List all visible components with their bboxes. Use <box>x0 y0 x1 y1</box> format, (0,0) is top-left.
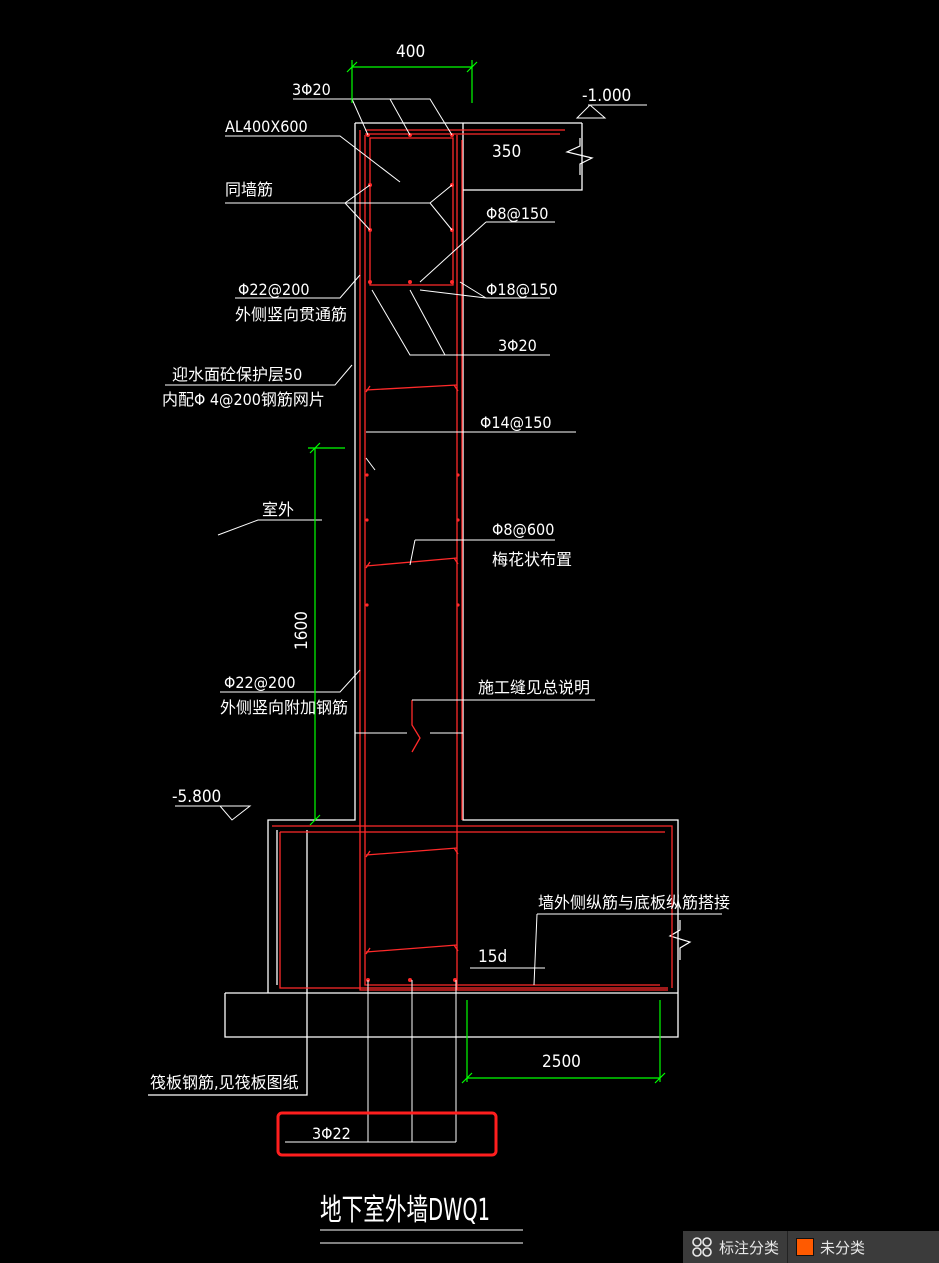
label-horiz-bar: Φ14@150 <box>480 413 552 432</box>
dim-2500: 2500 <box>542 1052 581 1072</box>
label-outer-vert-note: 外侧竖向贯通筋 <box>235 305 347 324</box>
label-tie-note: 梅花状布置 <box>492 550 572 569</box>
label-outside: 室外 <box>262 500 294 519</box>
category-label: 标注分类 <box>719 1238 780 1257</box>
highlight-box <box>276 1111 498 1157</box>
label-add-vert-note: 外侧竖向附加钢筋 <box>220 698 348 717</box>
label-elev-bot: -5.800 <box>172 787 221 807</box>
label-bottom-bars: 3Φ20 <box>498 336 537 355</box>
label-add-vert: Φ22@200 <box>224 673 296 692</box>
status-separator <box>787 1231 789 1263</box>
label-raft-note: 筏板钢筋,见筏板图纸 <box>150 1073 299 1092</box>
label-elev-top: -1.000 <box>582 86 631 106</box>
uncategorized-label: 未分类 <box>820 1238 866 1257</box>
label-lap-15d: 15d <box>478 947 507 967</box>
label-cover-note2: 内配Φ 4@200钢筋网片 <box>162 390 325 409</box>
rebar-dots <box>365 133 460 982</box>
label-tie-bar: Φ8@600 <box>492 520 554 539</box>
label-highlight-bars: 3Φ22 <box>312 1124 351 1143</box>
label-side-bar: Φ18@150 <box>486 280 558 299</box>
dimensions <box>308 60 666 1084</box>
annotation-status-bar: 标注分类 未分类 <box>683 1231 939 1263</box>
label-lap-note: 墙外侧纵筋与底板纵筋搭接 <box>538 893 730 912</box>
label-beam-size: AL400X600 <box>225 117 308 136</box>
dim-1600: 1600 <box>292 611 312 650</box>
label-outer-vert: Φ22@200 <box>238 280 310 299</box>
category-selector[interactable]: 标注分类 <box>683 1231 787 1263</box>
label-same-wall-bar: 同墙筋 <box>225 180 273 199</box>
uncategorized-item[interactable]: 未分类 <box>788 1231 873 1263</box>
annotation-text: 400 3Φ20 AL400X600 -1.000 350 同墙筋 Φ8@150… <box>150 42 730 1228</box>
label-dim-350: 350 <box>492 142 521 162</box>
dim-400: 400 <box>396 42 425 62</box>
leader-lines <box>165 98 722 1244</box>
color-swatch <box>796 1238 815 1256</box>
label-cover-note1: 迎水面砼保护层50 <box>172 365 302 384</box>
break-symbols <box>565 138 692 960</box>
rebar <box>272 129 673 991</box>
label-stirrup: Φ8@150 <box>486 204 548 223</box>
label-joint-note: 施工缝见总说明 <box>478 678 590 697</box>
label-beam-bars: 3Φ20 <box>292 80 331 99</box>
drawing-title: 地下室外墙DWQ1 <box>320 1193 490 1228</box>
concrete-outline <box>148 122 679 1096</box>
grid-icon <box>692 1237 712 1257</box>
